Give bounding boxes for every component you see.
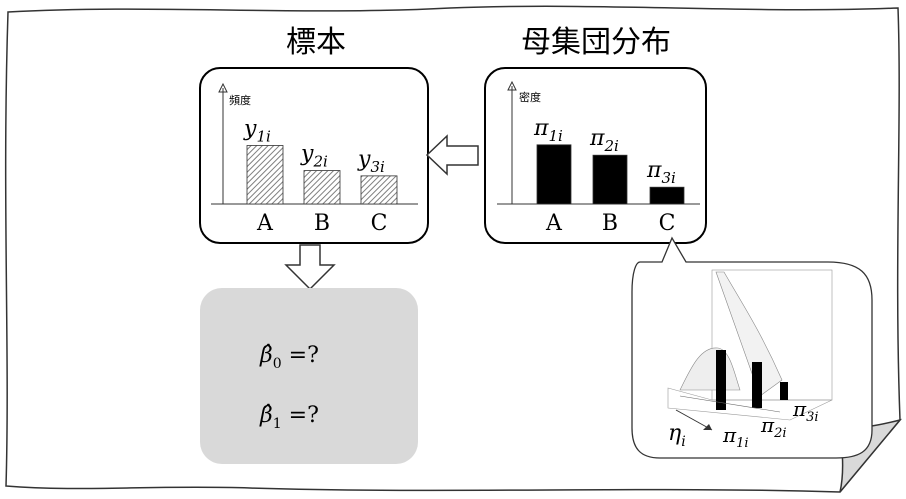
down-arrow <box>284 244 336 291</box>
sample-bar-c <box>360 175 398 205</box>
callout-eta-label: ηi <box>668 421 686 450</box>
estimate-panel: β̂0 =? β̂1 =? <box>200 288 418 464</box>
population-axis-label: 密度 <box>519 90 541 104</box>
population-bar-a <box>536 144 572 205</box>
left-arrow <box>425 134 479 176</box>
callout-pi-3: π3i <box>792 397 819 425</box>
callout-pi-2: π2i <box>760 413 787 441</box>
population-bar-label-c: π3i <box>646 158 676 187</box>
estimate-beta-1: β̂1 =? <box>259 403 319 432</box>
sample-bar-label-b: y2i <box>300 142 328 171</box>
sample-category-a: A <box>256 211 274 236</box>
population-category-a: A <box>545 211 563 236</box>
population-category-c: C <box>659 211 676 236</box>
sample-bar-label-c: y3i <box>357 147 385 176</box>
callout-pi-1: π1i <box>722 423 749 451</box>
sample-axis-label: 頻度 <box>229 93 251 107</box>
sample-y-axis-arrow <box>218 82 228 93</box>
population-bar-label-b: π2i <box>589 126 619 155</box>
population-y-axis-arrow <box>507 80 517 91</box>
sample-bar-b <box>303 170 341 205</box>
estimate-beta-0: β̂0 =? <box>259 343 319 372</box>
population-title: 母集団分布 <box>521 25 671 60</box>
callout-3d-plot <box>667 269 833 431</box>
sample-category-b: B <box>314 211 330 236</box>
callout-bubble: ηi π1i π2i π3i <box>631 236 873 459</box>
sample-bar-label-a: y1i <box>243 116 271 145</box>
population-bar-c <box>649 186 685 205</box>
sample-category-c: C <box>371 211 388 236</box>
population-bar-b <box>592 154 628 205</box>
population-category-b: B <box>602 211 618 236</box>
population-bar-label-a: π1i <box>533 116 563 145</box>
sample-title: 標本 <box>286 25 346 60</box>
sample-bar-a <box>246 145 284 205</box>
